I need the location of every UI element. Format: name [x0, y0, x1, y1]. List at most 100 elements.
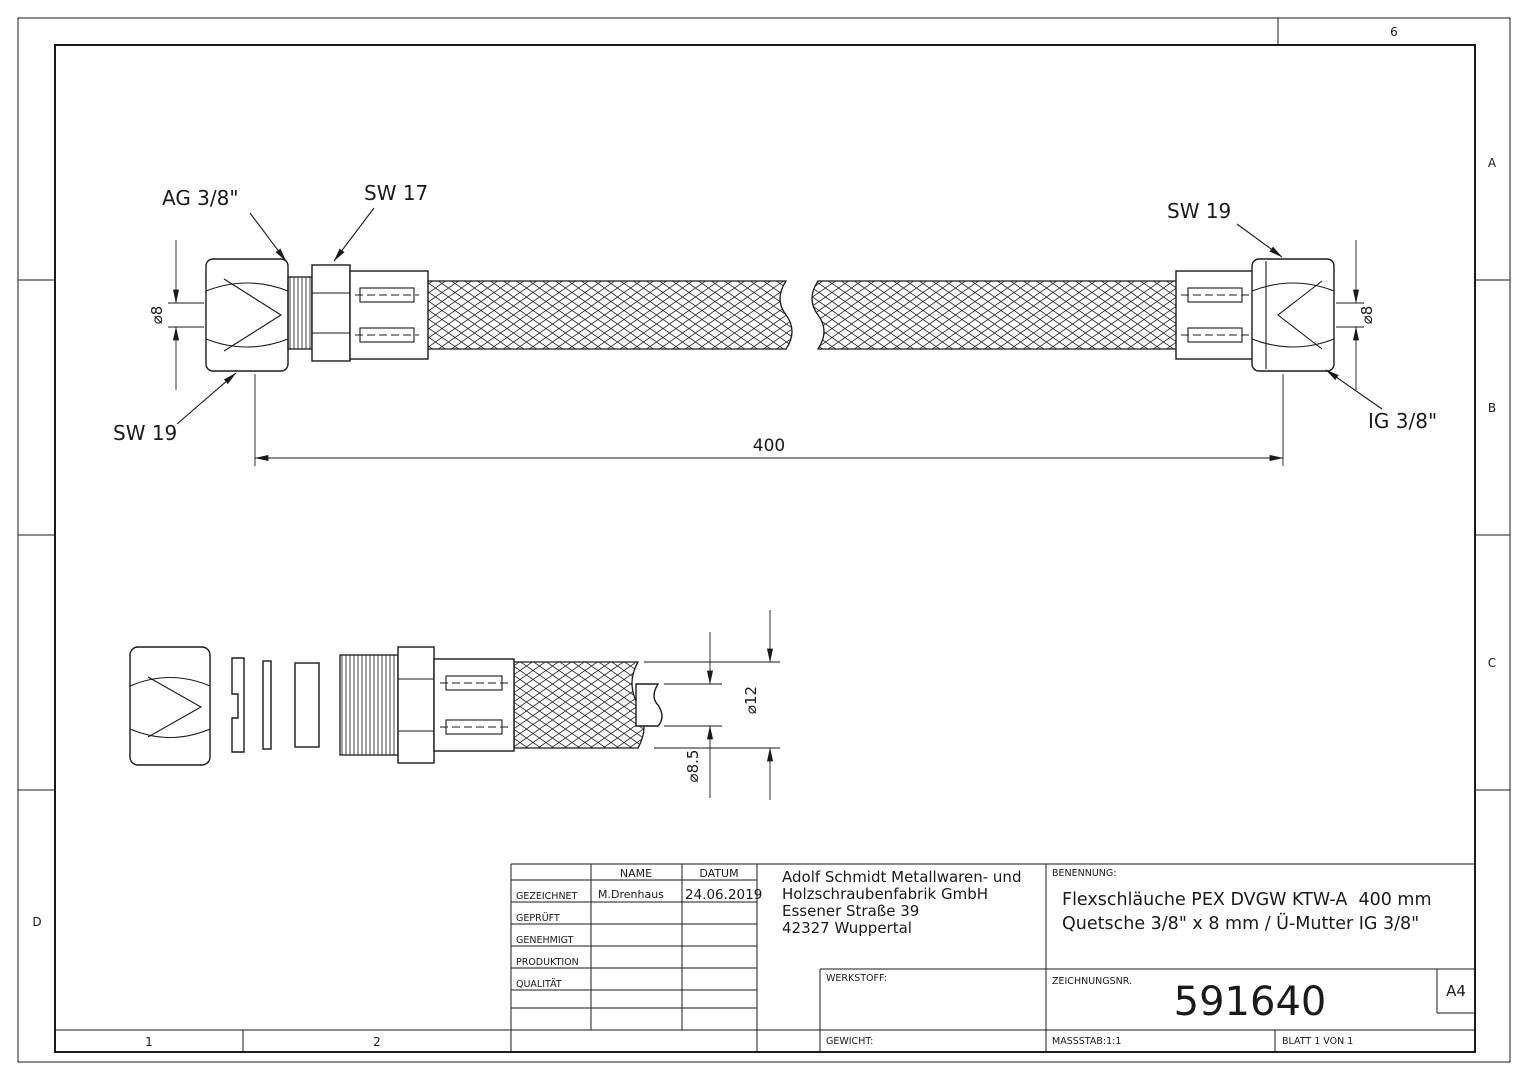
hex-body — [397, 646, 435, 764]
label-sw19-left: SW 19 — [113, 421, 177, 445]
hose-braid-stub — [513, 661, 645, 749]
spacer-sleeve — [294, 662, 320, 748]
zone-label-b: B — [1488, 401, 1496, 415]
right-union-nut — [1251, 258, 1335, 372]
inner-tube — [635, 683, 663, 727]
company-line-2: Holzschraubenfabrik GmbH — [782, 885, 988, 903]
left-compression-nut — [205, 258, 289, 372]
werkstoff-label: WERKSTOFF: — [826, 973, 887, 984]
col-header-name: NAME — [620, 867, 652, 880]
label-ag-3-8: AG 3/8" — [162, 186, 239, 210]
dim-text-dia85: ⌀8.5 — [684, 750, 702, 783]
compression-ring — [231, 657, 245, 753]
ferrule-body — [349, 270, 429, 360]
col-header-datum: DATUM — [699, 867, 738, 880]
blatt: BLATT 1 VON 1 — [1282, 1036, 1353, 1047]
exploded-hex — [397, 646, 435, 764]
dim-length-400: 400 — [254, 374, 1284, 466]
title-block: NAME DATUM GEZEICHNET GEPRÜFT GENEHMIGT … — [510, 863, 1475, 1052]
dim-dia12: ⌀12 — [644, 610, 780, 800]
zone-label-c: C — [1488, 656, 1496, 670]
zone-label-1: 1 — [145, 1035, 153, 1049]
zone-label-a: A — [1488, 156, 1497, 170]
dim-text-dia8-left: ⌀8 — [148, 306, 166, 325]
nut-flat-arc — [129, 728, 211, 739]
zeichnungsnr-label: ZEICHNUNGSNR. — [1052, 976, 1132, 987]
nut-flat-arc — [1251, 338, 1335, 348]
sheet-frame: 6 A B C D 1 2 — [17, 17, 1511, 1063]
nut-flat-arc — [1251, 282, 1335, 292]
extension-lines — [1336, 302, 1364, 328]
massstab: MASSSTAB:1:1 — [1052, 1036, 1121, 1047]
zone-ticks-right — [1475, 279, 1510, 791]
right-crimp-ferrule — [1175, 270, 1255, 360]
zone-label-2: 2 — [373, 1035, 381, 1049]
company-line-1: Adolf Schmidt Metallwaren- und — [782, 868, 1021, 886]
olive-ring — [262, 660, 272, 750]
title-block-grid — [510, 863, 1475, 1052]
dim-text-dia12: ⌀12 — [742, 686, 760, 714]
gezeichnet-datum: 24.06.2019 — [685, 887, 762, 903]
hex-flat-lines — [312, 292, 350, 334]
nut-cone-line — [1277, 280, 1323, 350]
leader-sw19-left — [176, 372, 237, 425]
gewicht-label: GEWICHT: — [826, 1036, 873, 1047]
exploded-ferrule — [433, 658, 515, 752]
left-crimp-ferrule — [349, 270, 429, 360]
extension-lines — [168, 302, 204, 328]
row-label-genehmigt: GENEHMIGT — [516, 935, 574, 946]
row-label-produktion: PRODUKTION — [516, 957, 579, 968]
nut-cone-line — [147, 676, 203, 738]
benennung-line-2: Quetsche 3/8" x 8 mm / Ü-Mutter IG 3/8" — [1062, 912, 1419, 934]
gezeichnet-name: M.Drenhaus — [598, 888, 664, 901]
dim-text-400: 400 — [753, 436, 785, 456]
label-sw17: SW 17 — [364, 181, 428, 205]
hex-body — [311, 264, 351, 362]
zone-label-d: D — [32, 915, 41, 929]
outer-border — [17, 17, 1511, 1063]
main-assembly-view: AG 3/8" SW 17 SW 19 SW 19 IG 3/8" ⌀8 ⌀8 — [113, 181, 1437, 466]
row-label-qualitaet: QUALITÄT — [516, 979, 562, 990]
inner-frame — [54, 44, 1476, 1053]
ferrule-body — [433, 658, 515, 752]
hex-flat-lines — [398, 678, 434, 732]
company-line-3: Essener Straße 39 — [782, 902, 919, 920]
nut-body — [1251, 258, 1335, 372]
leader-sw19-right — [1236, 223, 1283, 258]
nut-flat-arc — [129, 676, 211, 687]
zone-ticks-left — [18, 279, 55, 791]
exploded-nut — [129, 646, 211, 766]
company-line-4: 42327 Wuppertal — [782, 919, 912, 937]
ferrule-body — [1175, 270, 1255, 360]
dim-dia8-right: ⌀8 — [1336, 240, 1376, 390]
nut-flat-arc — [205, 338, 289, 348]
row-label-gezeichnet: GEZEICHNET — [516, 891, 578, 902]
dim-dia8-left: ⌀8 — [148, 240, 204, 390]
nut-body — [205, 258, 289, 372]
zone-label-6: 6 — [1390, 25, 1398, 39]
nut-cone-line — [223, 278, 283, 352]
hose-braid-left-segment — [423, 280, 793, 350]
external-thread-stub — [287, 276, 313, 350]
extension-lines — [254, 374, 1284, 466]
dim-text-dia8-right: ⌀8 — [1358, 306, 1376, 325]
label-ig-3-8: IG 3/8" — [1368, 409, 1437, 433]
benennung-line-1: Flexschläuche PEX DVGW KTW-A 400 mm — [1062, 890, 1432, 910]
extension-lines — [644, 661, 780, 749]
leader-annotations: AG 3/8" SW 17 SW 19 SW 19 IG 3/8" — [113, 181, 1437, 445]
nut-flat-arc — [205, 282, 289, 292]
exploded-detail-view: ⌀12 ⌀8.5 — [129, 610, 780, 800]
leader-ag — [249, 212, 287, 262]
paper-format: A4 — [1446, 982, 1466, 1000]
hose-braid-right-segment — [811, 280, 1181, 350]
ferrule-slot-centerlines — [355, 294, 419, 336]
hex-nut-sw17 — [311, 264, 351, 362]
dim-dia85: ⌀8.5 — [664, 632, 722, 798]
row-label-geprueft: GEPRÜFT — [516, 913, 560, 924]
label-sw19-right: SW 19 — [1167, 199, 1231, 223]
leader-ig — [1325, 369, 1383, 410]
nut-body — [129, 646, 211, 766]
drawing-number: 591640 — [1174, 979, 1327, 1025]
